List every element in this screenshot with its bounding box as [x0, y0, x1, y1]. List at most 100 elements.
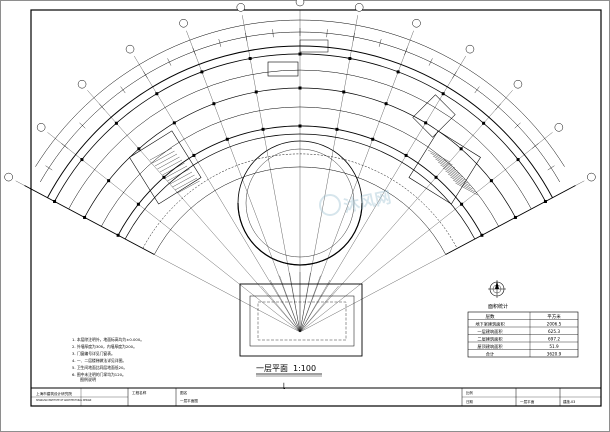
fan-shaped-floor-plan	[4, 0, 596, 357]
sight-line	[261, 285, 301, 333]
axis-bubble	[125, 44, 135, 54]
stair-tread	[162, 162, 185, 176]
title-block-scale-label: 比例	[466, 390, 473, 395]
column-mark	[460, 202, 464, 206]
column-mark	[298, 124, 302, 128]
column-mark	[162, 175, 166, 179]
stair-tread	[440, 164, 463, 178]
axis-bubble	[465, 44, 475, 54]
column-mark	[384, 102, 388, 106]
dimension-tick	[452, 71, 457, 79]
radial-axis-line	[299, 90, 513, 333]
column-mark	[53, 199, 57, 203]
dimension-tick	[378, 39, 382, 47]
column-mark	[83, 215, 87, 219]
area-table: 面积统计 层数 平方米 地下室建筑面积 2006.5 一层建筑面积 625.3 …	[467, 303, 579, 358]
radial-axis-line	[299, 132, 553, 333]
basement-outline	[239, 283, 363, 357]
column-mark	[516, 158, 520, 162]
north-arrow-icon	[488, 280, 506, 298]
area-table-row-label: 合计	[486, 351, 494, 358]
entrance-room	[267, 61, 299, 77]
dimension-tick	[547, 165, 555, 171]
stair-tread	[442, 167, 466, 181]
stair-tread	[154, 153, 178, 167]
dimension-tick	[561, 189, 569, 194]
dimension-tick	[45, 165, 53, 171]
column-mark	[136, 202, 140, 206]
area-table-col-1: 层数	[486, 313, 495, 320]
column-mark	[225, 137, 229, 141]
area-table-row-value: 625.3	[548, 329, 560, 334]
dimension-tick	[31, 189, 39, 194]
stair-tread	[164, 165, 188, 179]
title-block: 上海市建筑设计研究院 SHANGHAI INSTITUTE OF ARCHITE…	[30, 387, 602, 407]
stair-tread	[445, 170, 468, 184]
note-line: 4. 一、二层楼梯做法详见详图。	[72, 358, 126, 363]
stair-tread	[427, 149, 451, 163]
dimension-tick	[120, 86, 126, 94]
plan-scale: 1:100	[293, 364, 316, 373]
note-line: 1. 本层除注明外，地面标高均为±0.000。	[72, 337, 144, 342]
stair-tread	[432, 155, 456, 169]
column-mark	[342, 90, 346, 94]
stair-tread	[177, 180, 200, 194]
area-table-row-label: 屋顶建筑面积	[477, 343, 502, 350]
dimension-tick	[352, 32, 355, 41]
column-mark	[116, 233, 120, 237]
title-block-date-label: 日期	[466, 399, 473, 404]
radial-axis-line	[299, 30, 414, 333]
stair-tread	[152, 150, 175, 164]
dimension-tick	[428, 58, 433, 66]
area-table-row-label: 地下室建筑面积	[475, 321, 504, 328]
dimension-tick	[532, 143, 539, 149]
stair-tread	[157, 156, 180, 170]
dimension-tick	[272, 29, 274, 38]
column-mark	[335, 127, 339, 131]
column-mark	[80, 158, 84, 162]
column-mark	[298, 52, 302, 56]
sight-line	[299, 279, 331, 333]
stair-tread	[167, 168, 190, 182]
dimension-tick	[218, 39, 222, 47]
title-block-company: 上海市建筑设计研究院	[36, 391, 72, 396]
column-mark	[200, 70, 204, 74]
radial-axis-line	[15, 180, 301, 333]
axis-bubble	[412, 18, 421, 28]
dimension-tick	[404, 47, 408, 56]
axis-bubble	[4, 172, 13, 182]
column-mark	[248, 57, 252, 61]
plan-title: 一层平面	[256, 364, 288, 373]
title-block-sheet-label: 一层平面	[520, 399, 535, 404]
radial-axis-line	[299, 180, 585, 333]
area-table-row-value: 697.2	[548, 337, 560, 342]
axis-bubble	[236, 3, 246, 12]
sight-line	[299, 285, 339, 333]
column-mark	[424, 121, 428, 125]
column-mark	[513, 215, 517, 219]
column-mark	[396, 70, 400, 74]
dimension-tick	[474, 86, 480, 94]
stair-tread	[430, 152, 453, 166]
radial-axis-line	[47, 132, 301, 333]
stair-tread	[437, 161, 461, 175]
area-table-col-2: 平方米	[547, 313, 561, 320]
note-line: 6. 图中未注明的门垛均为120。	[72, 372, 126, 377]
dimension-tick	[495, 103, 501, 110]
stair-tread	[169, 171, 193, 185]
area-table-header: 面积统计	[488, 303, 508, 310]
area-table-row-value: 2006.5	[547, 322, 562, 327]
note-line: 5. 卫生间地面比同层地面低20。	[72, 365, 127, 370]
column-mark	[192, 153, 196, 157]
axis-bubble	[36, 123, 46, 132]
column-mark	[298, 86, 302, 90]
stair-tread	[174, 177, 198, 191]
area-table-row-value: 51.9	[549, 344, 559, 349]
sight-line	[289, 272, 301, 333]
dimension-tick	[79, 122, 86, 129]
sight-line	[279, 275, 301, 333]
sight-line	[269, 279, 301, 333]
dimension-tick	[245, 32, 248, 41]
radial-axis-line	[299, 55, 466, 333]
